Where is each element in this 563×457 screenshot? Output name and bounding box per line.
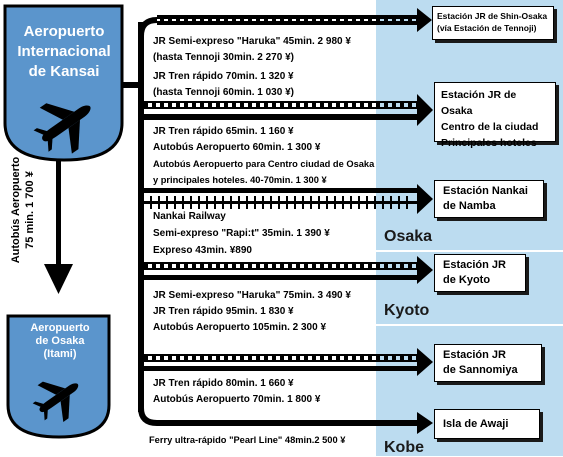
- bus-itami-line: 75 min. 1 700 ¥: [24, 171, 36, 249]
- itami-name-line: (Itami): [43, 348, 77, 360]
- route-itami: [56, 148, 61, 266]
- dest-line: Principales hoteles: [441, 137, 537, 149]
- dest-osaka: Estación JR de Osaka Centro de la ciudad…: [434, 82, 556, 149]
- route-line: Expreso 43min. ¥890: [153, 245, 252, 256]
- route-label-namba-rail: Nankai Railway Semi-expreso "Rapi:t" 35m…: [153, 208, 330, 259]
- arrow-shin-osaka: [417, 8, 432, 32]
- road-sannomiya: [141, 366, 417, 371]
- rail-namba-ties: [150, 196, 408, 209]
- dest-line: Estación JR: [443, 349, 506, 361]
- route-line: (hasta Tennoji 60min. 1 030 ¥): [153, 87, 294, 98]
- arrow-sannomiya: [417, 348, 433, 376]
- region-label-kyoto: Kyoto: [384, 302, 430, 319]
- origin-name: Aeropuerto Internacional de Kansai: [5, 22, 123, 82]
- rail-osaka-lower: [141, 114, 417, 120]
- region-label-kobe: Kobe: [384, 439, 424, 456]
- route-line: JR Tren rápido 80min. 1 660 ¥: [153, 378, 294, 389]
- rail-osaka-upper-edge2: [141, 107, 417, 109]
- route-line: Autobús Aeropuerto 70min. 1 800 ¥: [153, 394, 321, 405]
- rail-sannomiya-edge: [141, 354, 417, 356]
- itami-shield: [6, 314, 111, 439]
- dest-kyoto: Estación JR de Kyoto: [434, 254, 526, 292]
- dest-line: Estación JR: [443, 259, 506, 271]
- route-label-osaka-lower: JR Tren rápido 65min. 1 160 ¥ Autobús Ae…: [153, 124, 320, 156]
- rail-kyoto-edge: [141, 262, 417, 264]
- kansai-connector: [118, 82, 142, 88]
- route-line: Autobús Aeropuerto 105min. 2 300 ¥: [153, 322, 327, 333]
- rail-kyoto-edge2: [141, 268, 417, 270]
- rail-osaka-upper-edge: [141, 101, 417, 103]
- road-namba: [141, 188, 417, 193]
- rail-sannomiya-edge2: [141, 360, 417, 362]
- dest-line: Centro de la ciudad: [441, 121, 539, 133]
- arrow-osaka: [417, 94, 433, 126]
- rail-shin-osaka-hatch: [157, 15, 417, 25]
- branch-curve-top: [138, 17, 158, 37]
- airplane-icon: [33, 103, 91, 154]
- dest-line: Estación JR de Shin-Osaka: [437, 11, 548, 21]
- itami-name: Aeropuerto de Osaka (Itami): [8, 322, 112, 361]
- route-label-namba-bus: Autobús Aeropuerto para Centro ciudad de…: [153, 156, 374, 188]
- route-label-osaka-upper: JR Tren rápido 70min. 1 320 ¥ (hasta Ten…: [153, 69, 294, 101]
- route-line: Autobús Aeropuerto 60min. 1 300 ¥: [153, 142, 321, 153]
- dest-sannomiya: Estación JR de Sannomiya: [434, 344, 542, 382]
- arrow-itami: [44, 264, 73, 294]
- route-line: y principales hoteles. 40-70min. 1 300 ¥: [153, 175, 327, 185]
- itami-name-line: Aeropuerto: [30, 322, 90, 334]
- route-line: JR Tren rápido 95min. 1 830 ¥: [153, 306, 294, 317]
- route-line: JR Tren rápido 65min. 1 160 ¥: [153, 126, 294, 137]
- route-line: JR Tren rápido 70min. 1 320 ¥: [153, 71, 294, 82]
- route-line: Semi-expreso "Rapi:t" 35min. 1 390 ¥: [153, 228, 330, 239]
- bus-itami-label: Autobús Aeropuerto 75 min. 1 700 ¥: [9, 145, 37, 275]
- rail-sannomiya: [141, 354, 417, 362]
- rail-kyoto: [141, 262, 417, 270]
- bus-itami-line: Autobús Aeropuerto: [10, 156, 22, 264]
- trunk-line: [138, 22, 144, 412]
- route-label-sannomiya: JR Tren rápido 80min. 1 660 ¥ Autobús Ae…: [153, 376, 320, 408]
- route-line: Autobús Aeropuerto para Centro ciudad de…: [153, 159, 375, 169]
- route-label-kyoto: JR Semi-expreso "Haruka" 75min. 3 490 ¥ …: [153, 288, 351, 336]
- route-line: JR Semi-expreso "Haruka" 75min. 3 490 ¥: [153, 290, 351, 301]
- airplane-icon: [32, 381, 79, 422]
- route-line: JR Semi-expreso "Haruka" 45min. 2 980 ¥: [153, 36, 351, 47]
- itami-name-line: de Osaka: [35, 335, 85, 347]
- route-line: (hasta Tennoji 30min. 2 270 ¥): [153, 52, 294, 63]
- rail-osaka-upper: [141, 101, 417, 109]
- kansai-shield: [3, 4, 124, 162]
- dest-awaji: Isla de Awaji: [434, 409, 540, 439]
- dest-line: de Kyoto: [443, 274, 491, 286]
- arrow-kyoto: [417, 256, 433, 284]
- road-kyoto: [141, 275, 417, 280]
- origin-name-line: Internacional: [17, 43, 111, 60]
- dest-line: de Sannomiya: [443, 364, 518, 376]
- dest-line: Isla de Awaji: [443, 418, 509, 430]
- route-label-awaji: Ferry ultra-rápido "Pearl Line" 48min.2 …: [149, 432, 345, 448]
- dest-line: (vía Estación de Tennoji): [437, 23, 537, 33]
- arrow-namba: [417, 184, 433, 214]
- branch-curve-bottom: [138, 407, 158, 426]
- region-label-osaka: Osaka: [384, 228, 433, 245]
- dest-namba: Estación Nankai de Namba: [434, 180, 544, 218]
- route-label-shin-osaka: JR Semi-expreso "Haruka" 45min. 2 980 ¥ …: [153, 34, 351, 66]
- route-awaji: [157, 420, 417, 426]
- dest-line: de Namba: [443, 200, 496, 212]
- arrow-awaji: [417, 412, 433, 434]
- origin-name-line: de Kansai: [28, 63, 100, 80]
- route-line: Nankai Railway: [153, 211, 226, 222]
- route-line: Ferry ultra-rápido "Pearl Line" 48min.2 …: [149, 435, 346, 445]
- dest-line: Estación JR de Osaka: [441, 89, 517, 117]
- dest-shin-osaka: Estación JR de Shin-Osaka (vía Estación …: [432, 6, 554, 40]
- dest-line: Estación Nankai: [443, 185, 528, 197]
- origin-name-line: Aeropuerto: [23, 23, 105, 40]
